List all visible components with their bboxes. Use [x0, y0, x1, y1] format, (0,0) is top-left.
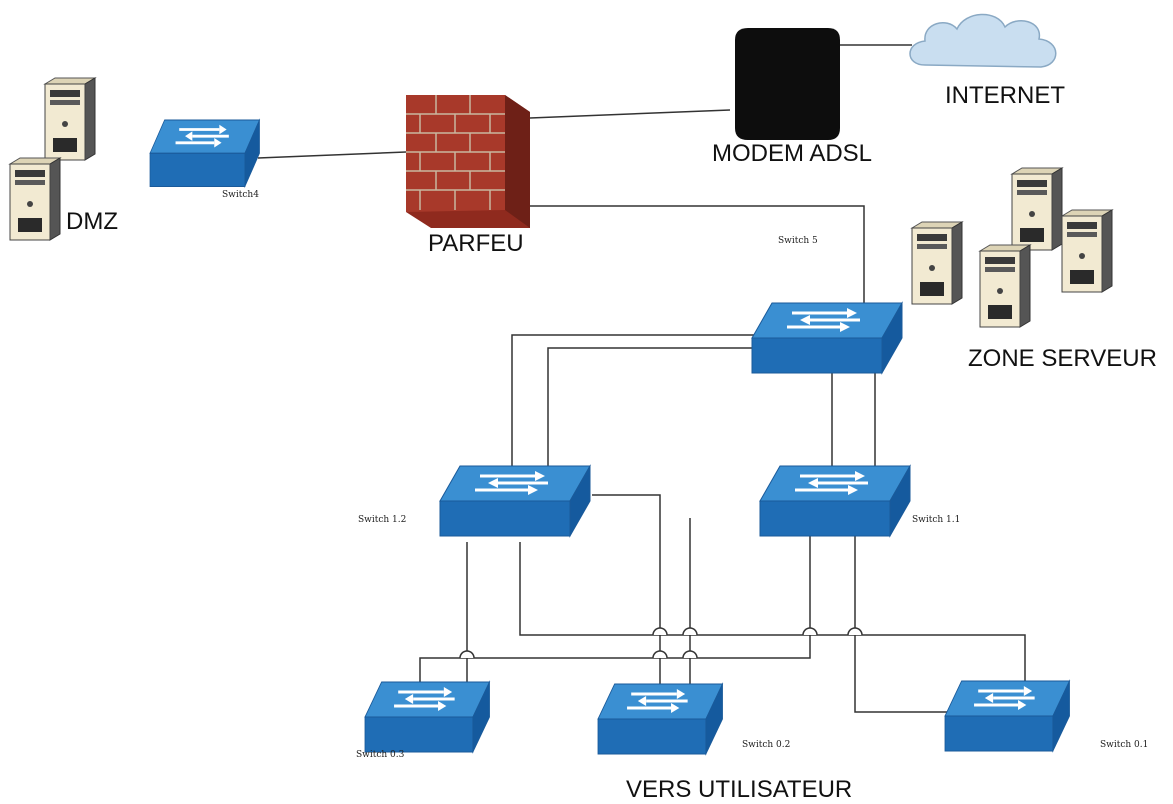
server-zone-servers — [911, 167, 1113, 328]
modem-icon — [735, 28, 840, 140]
switch-1-2-label: Switch 1.2 — [358, 515, 407, 525]
internet-label: INTERNET — [945, 82, 1065, 109]
dmz-label: DMZ — [66, 208, 118, 235]
switch-1-1-label: Switch 1.1 — [912, 515, 961, 525]
firewall-icon — [406, 95, 530, 228]
server-icon — [979, 244, 1031, 328]
switch-0-1-label: Switch 0.1 — [1100, 740, 1149, 750]
server-icon — [1011, 167, 1063, 251]
switch-0-3-icon — [363, 680, 491, 754]
switch-0-3-label: Switch 0.3 — [356, 750, 405, 760]
switch-5-label: Switch 5 — [778, 236, 818, 246]
switch-4-icon — [148, 118, 261, 188]
cloud-icon — [909, 13, 1057, 68]
network-links — [257, 44, 1026, 713]
server-icon — [9, 157, 61, 241]
modem-label: MODEM ADSL — [712, 140, 873, 167]
wire-crossovers — [459, 627, 863, 659]
server-icon — [911, 221, 963, 305]
switch-4-label: Switch4 — [222, 190, 259, 200]
server-icon — [1061, 209, 1113, 293]
switch-0-2-icon — [596, 682, 724, 756]
switch-0-1-icon — [943, 679, 1071, 753]
switch-1-2-icon — [438, 464, 592, 538]
switch-5-icon — [750, 301, 904, 375]
switches — [148, 118, 1071, 756]
switch-0-2-label: Switch 0.2 — [742, 740, 791, 750]
firewall-label: PARFEU — [428, 230, 524, 257]
switch-1-1-icon — [758, 464, 912, 538]
server-icon — [44, 77, 96, 161]
server-zone-label: ZONE SERVEUR — [968, 345, 1157, 372]
users-label: VERS UTILISATEUR — [626, 776, 853, 803]
